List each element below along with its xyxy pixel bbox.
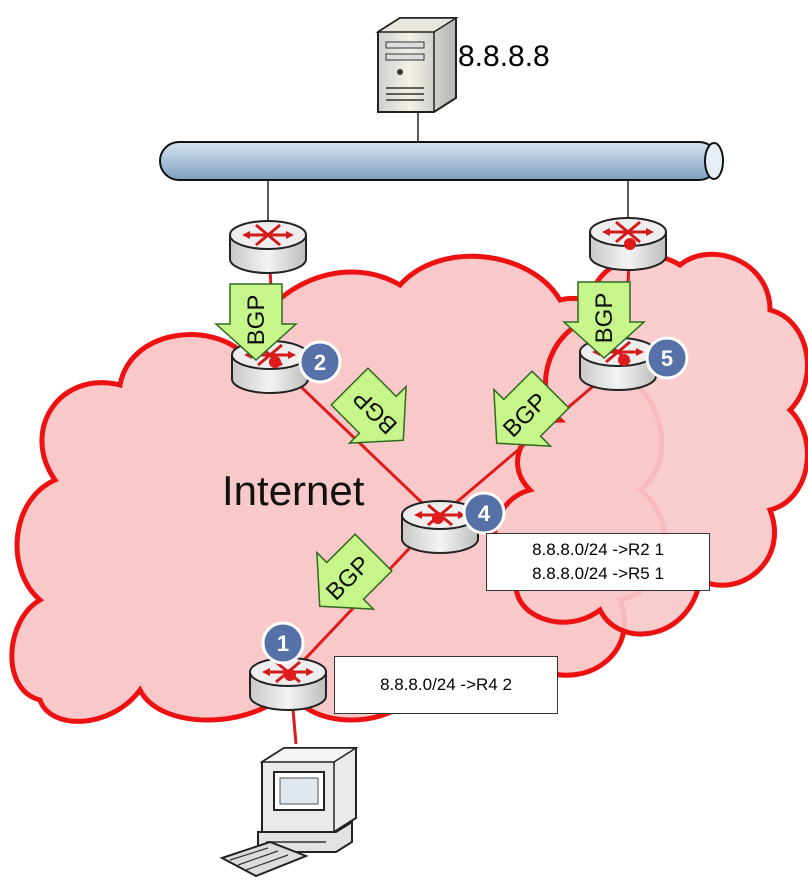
bgp-arrow-5: BGP (290, 523, 403, 636)
bgp-arrow-label: BGP (243, 295, 270, 346)
bgp-arrow-1: BGP (215, 283, 297, 361)
bgp-arrow-2: BGP (563, 281, 645, 359)
bgp-arrow-label: BGP (591, 293, 618, 344)
routing-table-r4: 8.8.8.0/24 ->R2 1 8.8.8.0/24 ->R5 1 (486, 533, 710, 591)
router-icon-top-left (228, 219, 308, 275)
routing-table-r1: 8.8.8.0/24 ->R4 2 (334, 656, 558, 714)
bgp-arrow-3: BGP (320, 357, 433, 470)
network-bus (159, 141, 724, 181)
router-icon-r1 (248, 656, 328, 712)
router-badge-2: 2 (298, 340, 342, 384)
router-badge-4: 4 (462, 491, 506, 535)
routing-entry: 8.8.8.0/24 ->R5 1 (532, 564, 664, 583)
bgp-arrow-4: BGP (467, 360, 580, 473)
router-badge-5: 5 (645, 336, 689, 380)
router-badge-1: 1 (261, 621, 305, 665)
badge-number: 5 (661, 346, 673, 371)
badge-number: 4 (478, 501, 491, 526)
internet-label: Internet (222, 467, 365, 514)
server-icon (375, 17, 459, 113)
server-ip-label: 8.8.8.8 (458, 40, 550, 73)
computer-icon (219, 747, 359, 878)
badge-number: 1 (277, 631, 289, 656)
routing-entry: 8.8.8.0/24 ->R4 2 (380, 675, 512, 694)
badge-number: 2 (314, 350, 326, 375)
routing-entry: 8.8.8.0/24 ->R2 1 (532, 540, 664, 559)
